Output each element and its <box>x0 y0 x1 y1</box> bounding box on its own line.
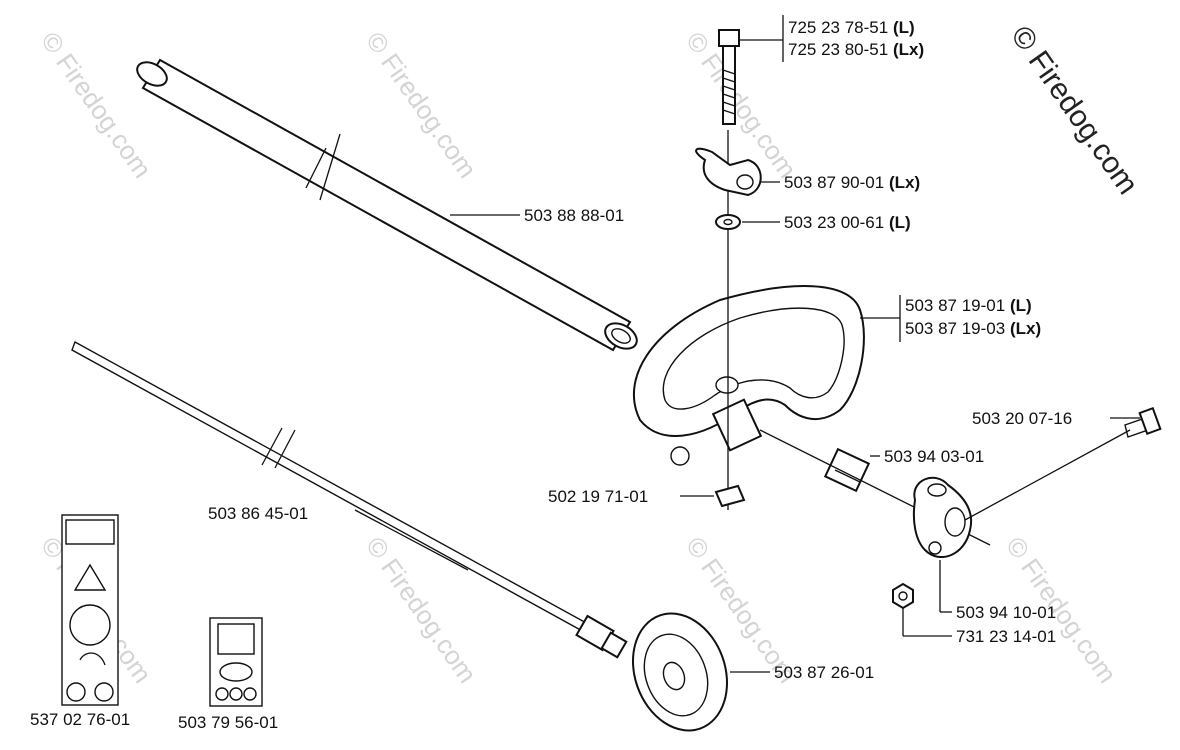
washer-part <box>715 214 741 230</box>
watermark-5: © Firedog.com <box>360 531 483 688</box>
label-wing-knob-number: 503 87 90-01 <box>784 173 884 192</box>
label-wing-knob: 503 87 90-01 (Lx) <box>784 173 920 192</box>
decal-right-part <box>209 617 263 707</box>
hex-nut-part <box>892 582 914 610</box>
bolt-part <box>718 29 740 125</box>
label-wing-knob-suffix: (Lx) <box>889 173 920 192</box>
label-bolt-l-number: 725 23 78-51 <box>788 18 888 37</box>
label-handle-l-suffix: (L) <box>1010 296 1032 315</box>
label-screw: 503 20 07-16 <box>972 409 1072 428</box>
wing-knob-part <box>695 147 762 197</box>
label-bracket: 503 94 03-01 <box>884 447 984 466</box>
label-decal-right: 503 79 56-01 <box>178 713 278 732</box>
square-nut-part <box>714 484 746 508</box>
label-guard: 503 87 26-01 <box>774 663 874 682</box>
clamp-part <box>912 476 973 559</box>
label-bolt-lx-suffix: (Lx) <box>893 40 924 59</box>
label-washer: 503 23 00-61 (L) <box>784 213 911 232</box>
label-bolt-lx-number: 725 23 80-51 <box>788 40 888 59</box>
watermark-3: © Firedog.com <box>680 26 803 183</box>
copyright-watermark: © Firedog.com <box>1004 20 1144 200</box>
guard-part <box>631 612 729 732</box>
drive-shaft-part <box>71 340 628 659</box>
label-handle-l-number: 503 87 19-01 <box>905 296 1005 315</box>
axis-line-screw <box>964 429 1131 521</box>
watermark-1: © Firedog.com <box>35 26 158 183</box>
watermark-2: © Firedog.com <box>360 26 483 183</box>
label-handle-lx: 503 87 19-03 (Lx) <box>905 319 1041 338</box>
shaft-tube-part <box>136 58 638 352</box>
screw-part <box>1124 406 1162 438</box>
watermark-group: © Firedog.com © Firedog.com © Firedog.co… <box>35 26 1123 688</box>
label-bolt-lx: 725 23 80-51 (Lx) <box>788 40 924 59</box>
label-shaft-tube: 503 88 88-01 <box>524 206 624 225</box>
label-washer-suffix: (L) <box>889 213 911 232</box>
label-bolt-l: 725 23 78-51 (L) <box>788 18 915 37</box>
bracket-part <box>823 447 871 493</box>
label-square-nut: 502 19 71-01 <box>548 487 648 506</box>
handle-part <box>632 285 865 466</box>
label-decal-left: 537 02 76-01 <box>30 710 130 729</box>
decal-left-part <box>61 514 119 706</box>
label-bolt-l-suffix: (L) <box>893 18 915 37</box>
leader-drive-shaft <box>354 509 469 571</box>
label-handle-lx-number: 503 87 19-03 <box>905 319 1005 338</box>
label-drive-shaft: 503 86 45-01 <box>208 504 308 523</box>
label-washer-number: 503 23 00-61 <box>784 213 884 232</box>
label-clamp: 503 94 10-01 <box>956 603 1056 622</box>
label-handle-l: 503 87 19-01 (L) <box>905 296 1032 315</box>
label-hex-nut: 731 23 14-01 <box>956 627 1056 646</box>
label-handle-lx-suffix: (Lx) <box>1010 319 1041 338</box>
